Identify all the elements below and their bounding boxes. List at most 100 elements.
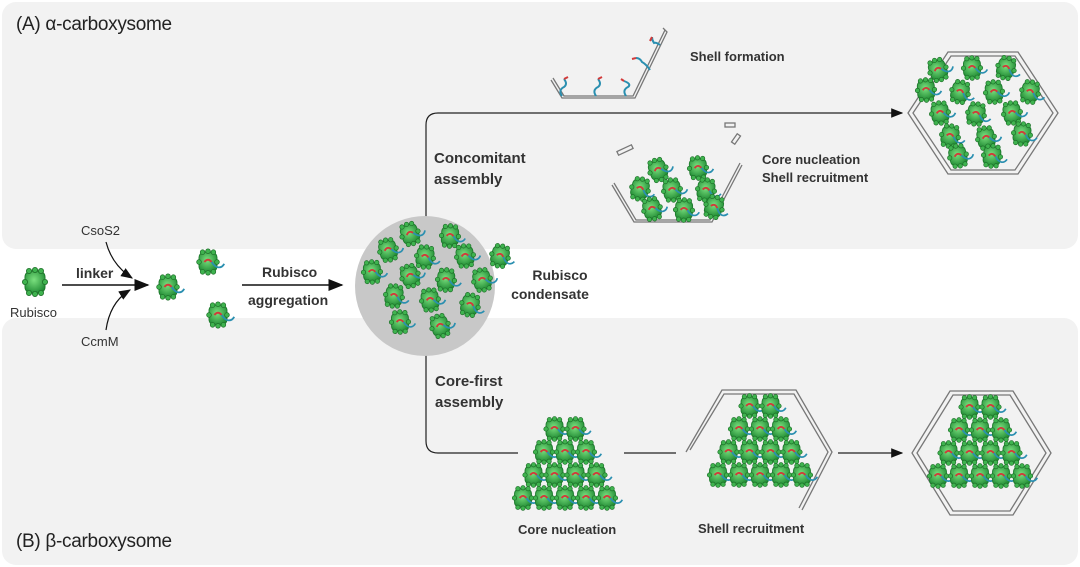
rubisco-particle bbox=[717, 439, 745, 465]
rubisco-particle bbox=[727, 462, 756, 488]
rubisco-particle bbox=[759, 393, 787, 419]
core-nucleation-label-alpha: Core nucleation bbox=[762, 152, 861, 167]
beta-panel-title: (B) β-carboxysome bbox=[16, 531, 172, 552]
rubisco-particle bbox=[641, 196, 669, 222]
core-first-label-line1: Core-first bbox=[435, 373, 503, 390]
rubisco-particle bbox=[980, 143, 1008, 169]
rubisco-particle bbox=[958, 440, 986, 466]
rubisco-particle bbox=[360, 259, 389, 285]
rubisco-particle bbox=[574, 485, 603, 511]
rubisco-particle bbox=[471, 267, 499, 293]
rubisco-particle bbox=[968, 417, 997, 443]
core-first-branch-line bbox=[425, 350, 518, 454]
rubisco-particle bbox=[1010, 463, 1039, 489]
rubisco-particles bbox=[21, 54, 1046, 511]
rubisco-particle bbox=[995, 54, 1021, 82]
rubisco-particle bbox=[748, 462, 777, 488]
rubisco-particle bbox=[949, 79, 975, 105]
rubisco-particle bbox=[748, 416, 777, 442]
csos2-arrow bbox=[105, 241, 134, 279]
shell-recruitment-label-alpha: Shell recruitment bbox=[762, 170, 869, 185]
concomitant-label-line1: Concomitant bbox=[434, 150, 526, 167]
ccmm-arrow bbox=[105, 289, 132, 331]
rubisco-particle bbox=[790, 462, 819, 488]
rubisco-particle bbox=[926, 463, 955, 489]
aggregation-label-line1: Rubisco bbox=[262, 264, 318, 280]
core-first-label-line2: assembly bbox=[435, 394, 504, 411]
rubisco-particle bbox=[419, 287, 447, 313]
rubisco-particle bbox=[1011, 121, 1038, 147]
alpha-carboxysome-panel bbox=[2, 2, 1078, 249]
rubisco-particle bbox=[686, 155, 715, 181]
rubisco-particle bbox=[1019, 79, 1046, 105]
shell-formation-illustration bbox=[550, 27, 668, 99]
rubisco-particle bbox=[156, 273, 186, 301]
rubisco-particle bbox=[703, 193, 729, 221]
alpha-panel-title: (A) α-carboxysome bbox=[16, 14, 172, 35]
ccmm-label: CcmM bbox=[81, 334, 119, 349]
rubisco-particle bbox=[1000, 440, 1028, 466]
rubisco-particle bbox=[982, 79, 1011, 105]
rubisco-particle bbox=[564, 462, 592, 488]
rubisco-particle bbox=[377, 237, 405, 263]
rubisco-particle bbox=[388, 309, 417, 335]
rubisco-particle bbox=[438, 223, 466, 249]
rubisco-particle bbox=[958, 394, 986, 420]
alpha-carboxysome-shell bbox=[907, 51, 1059, 175]
rubisco-particle bbox=[759, 439, 787, 465]
rubisco-particle bbox=[989, 463, 1018, 489]
rubisco-particle bbox=[595, 485, 624, 511]
rubisco-particle bbox=[489, 243, 515, 269]
rubisco-particle bbox=[206, 301, 236, 329]
rubisco-particle bbox=[989, 417, 1018, 443]
rubisco-particle bbox=[780, 439, 808, 465]
rubisco-particle bbox=[434, 267, 462, 293]
rubisco-particle bbox=[706, 462, 735, 488]
rubisco-particle bbox=[947, 417, 976, 443]
concomitant-label-line2: assembly bbox=[434, 171, 503, 188]
rubisco-particle bbox=[21, 266, 48, 297]
rubisco-particle bbox=[543, 416, 571, 442]
rubisco-particle bbox=[647, 156, 674, 184]
rubisco-particle bbox=[960, 55, 989, 81]
rubisco-particle bbox=[399, 262, 426, 290]
rubisco-particle bbox=[927, 56, 954, 84]
rubisco-particle bbox=[414, 244, 441, 270]
condensate-label-line2: condensate bbox=[511, 286, 589, 302]
rubisco-particle bbox=[929, 100, 957, 126]
csos2-label: CsoS2 bbox=[81, 223, 121, 238]
core-nucleation-label: Core nucleation bbox=[518, 522, 617, 537]
rubisco-particle bbox=[454, 243, 482, 269]
shell-linkers bbox=[559, 36, 661, 97]
shell-recruitment-label: Shell recruitment bbox=[698, 521, 805, 536]
beta-carboxysome-shell bbox=[911, 390, 1052, 516]
rubisco-particle bbox=[574, 439, 603, 465]
rubisco-particle bbox=[429, 312, 456, 340]
rubisco-particle bbox=[383, 283, 410, 309]
rubisco-particle bbox=[629, 176, 656, 202]
rubisco-particle bbox=[585, 462, 613, 488]
rubisco-particle bbox=[532, 485, 561, 511]
rubisco-particle bbox=[522, 462, 550, 488]
rubisco-condensate bbox=[355, 216, 495, 356]
rubisco-particle bbox=[196, 248, 226, 276]
concomitant-branch-line bbox=[425, 108, 904, 222]
rubisco-particle bbox=[727, 416, 756, 442]
rubisco-particle bbox=[553, 485, 582, 511]
rubisco-particle bbox=[947, 143, 975, 169]
rubisco-particle bbox=[968, 463, 997, 489]
rubisco-particle bbox=[532, 439, 561, 465]
linker-label: linker bbox=[76, 265, 114, 281]
rubisco-particle bbox=[769, 462, 798, 488]
rubisco-particle bbox=[738, 393, 766, 419]
rubisco-particle bbox=[511, 485, 540, 511]
shell-formation-label: Shell formation bbox=[690, 49, 785, 64]
rubisco-particle bbox=[914, 77, 943, 103]
rubisco-label: Rubisco bbox=[10, 305, 57, 320]
condensate-label-line1: Rubisco bbox=[532, 267, 588, 283]
rubisco-particle bbox=[979, 440, 1007, 466]
rubisco-particle bbox=[564, 416, 592, 442]
rubisco-particle bbox=[979, 394, 1007, 420]
shell-recruitment-illustration bbox=[685, 389, 833, 511]
